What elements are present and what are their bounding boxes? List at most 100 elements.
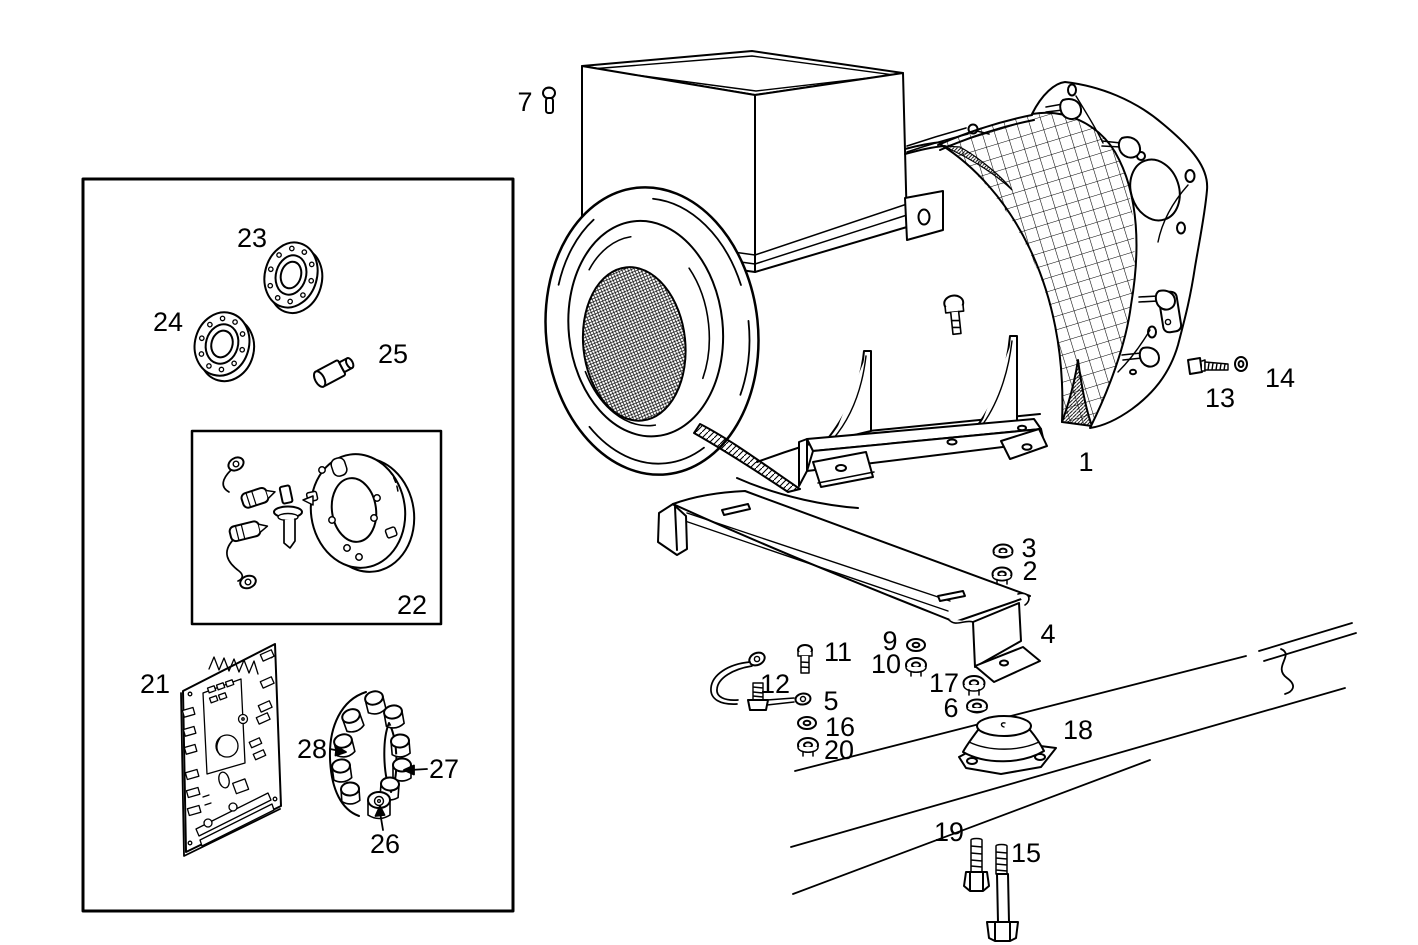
callout-22: 22 — [397, 590, 427, 620]
nut-17 — [962, 675, 986, 696]
bed-rail-break-mark — [1280, 648, 1294, 695]
washer-6 — [966, 698, 988, 714]
callout-16: 16 — [825, 712, 855, 742]
end-bell-rim-arcs — [553, 197, 751, 465]
bracket-slot-left — [721, 503, 751, 516]
potentiometer — [215, 734, 239, 758]
stator-vent-band — [937, 109, 1135, 427]
mounting-feet — [798, 335, 1048, 488]
callout-2: 2 — [1022, 556, 1037, 586]
callout-21: 21 — [140, 669, 170, 699]
mount-top-mark — [1000, 722, 1006, 728]
inset-panel — [81, 177, 515, 913]
clamp-bolt-tabs — [1045, 98, 1176, 376]
callout-9: 9 — [882, 626, 897, 656]
callout-arrows — [329, 745, 428, 831]
callout-27: 27 — [429, 754, 459, 784]
callout-15: 15 — [1011, 838, 1041, 868]
bracket-s-notch — [947, 618, 974, 624]
callout-labels: 1 2 3 4 5 6 7 9 10 11 12 13 14 15 16 17 … — [140, 87, 1295, 868]
callout-19: 19 — [934, 817, 964, 847]
callout-26: 26 — [370, 829, 400, 859]
bed-rail-upper — [794, 622, 1357, 772]
inset-panel-border — [81, 177, 515, 913]
flange-bolt-hole-right — [1184, 169, 1196, 183]
body-hex-bolt — [943, 294, 965, 336]
edge-slot-a — [195, 792, 272, 837]
end-bell-vent-wedge — [693, 423, 801, 493]
callout-11: 11 — [824, 637, 852, 667]
nut-10 — [905, 657, 927, 677]
screw-11 — [797, 644, 813, 674]
bed-rail-middle — [790, 687, 1346, 848]
end-bell-ring — [567, 219, 725, 438]
bracket-right-web — [972, 602, 1022, 668]
bracket-top-face — [672, 490, 1031, 623]
callout-1: 1 — [1078, 447, 1093, 477]
washer-16 — [797, 716, 817, 730]
engine-bed-rails — [790, 622, 1357, 895]
vent-band-upper-left-sliver — [942, 145, 1013, 191]
brush-holder-assembly — [222, 453, 416, 590]
washer-9 — [906, 638, 926, 652]
bolt-15 — [986, 843, 1019, 942]
flywheel-adapter-flange — [1031, 81, 1209, 429]
bracket-slot-right — [937, 590, 966, 602]
callout-10: 10 — [871, 649, 901, 679]
callout-17: 17 — [929, 668, 959, 698]
body-bottom-front-curve — [736, 477, 859, 509]
mount-step-line — [968, 741, 1040, 750]
bracket-bend-lines — [684, 512, 951, 612]
flange-bolt-hole-mid — [1176, 221, 1186, 235]
flange-ribs — [1075, 95, 1189, 373]
rail-hole-b — [1017, 424, 1027, 432]
callout-13: 13 — [1205, 383, 1235, 413]
flange-outline — [1031, 81, 1209, 429]
left-gusset-inner — [832, 355, 867, 440]
bracket-right-curl — [1017, 592, 1030, 606]
terminal-post — [273, 484, 303, 549]
vent-band-bottom-sliver — [1061, 359, 1093, 427]
washer-14 — [1234, 356, 1248, 372]
side-bracket-hole — [917, 208, 931, 226]
left-foot-hole — [835, 464, 847, 472]
diode-cylinders — [331, 690, 412, 820]
mount-base-hole-left — [966, 757, 978, 765]
callout-4: 4 — [1040, 619, 1055, 649]
callout-12: 12 — [760, 669, 790, 699]
front-end-bell — [544, 186, 760, 476]
vent-band-left-edge — [939, 143, 1064, 423]
brush-holder-box-border — [190, 429, 443, 626]
end-bell-intake-mesh — [581, 266, 687, 422]
ground-strap-12 — [710, 651, 812, 711]
nut-2 — [991, 566, 1013, 585]
left-foot-lip — [817, 471, 875, 484]
screw-7 — [542, 86, 556, 114]
callout-18: 18 — [1063, 715, 1093, 745]
washer-3 — [992, 543, 1014, 559]
diode-plate — [328, 690, 412, 820]
fasteners — [542, 86, 1248, 942]
skid-rail-left-end — [798, 438, 808, 487]
brush-top — [240, 486, 276, 509]
support-bracket — [657, 490, 1041, 683]
callout-5: 5 — [823, 686, 838, 716]
end-bell-inner-arcs — [575, 235, 711, 427]
edge-slot-b — [199, 803, 275, 847]
bolt-19 — [963, 837, 990, 892]
bearing-24 — [193, 311, 256, 383]
heatsink-fins — [208, 656, 259, 675]
diode-26-cylinder — [367, 791, 391, 820]
diode-carrier-arc — [328, 691, 367, 817]
brush-holder-ring — [302, 453, 416, 573]
regulator-board — [180, 643, 282, 857]
right-foot-hole — [1021, 443, 1033, 451]
flange-slot-hole-b — [1164, 318, 1172, 326]
bed-rail-lower — [792, 759, 1151, 895]
callout-23: 23 — [237, 223, 267, 253]
callout-25: 25 — [378, 339, 408, 369]
flange-foot-hole — [1129, 368, 1137, 376]
nut-20 — [797, 737, 819, 757]
callout-14: 14 — [1265, 363, 1295, 393]
